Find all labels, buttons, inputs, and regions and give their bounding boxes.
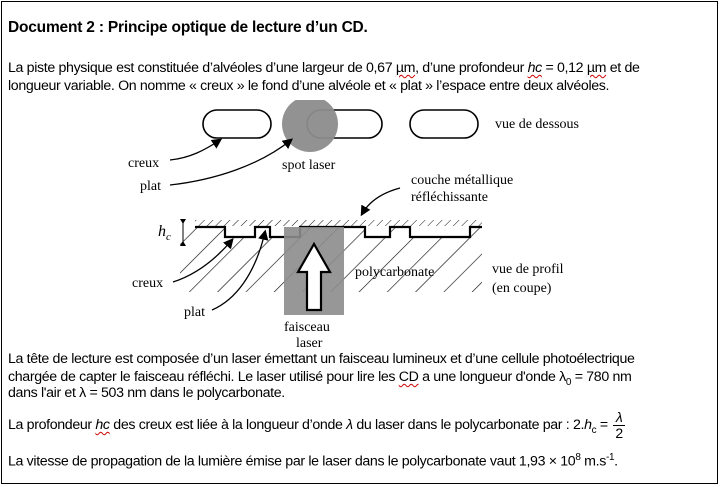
- lambda-subscript: 0: [565, 376, 572, 388]
- unit-micrometer: µm: [395, 60, 416, 76]
- beam-label: laser: [296, 336, 323, 350]
- body-text: = 780 nm: [571, 369, 632, 385]
- profile-view-label: (en coupe): [492, 281, 552, 296]
- intro-text: = 0,12: [541, 60, 587, 76]
- plat-label: plat: [140, 179, 161, 194]
- surface-hatching: [195, 220, 482, 226]
- cd-word: CD: [398, 369, 419, 385]
- lambda-symbol: λ: [346, 417, 353, 433]
- plat-label-profile: plat: [184, 305, 205, 320]
- body-text: des creux est liée à la longueur d’onde: [109, 417, 347, 433]
- beam-label: faisceau: [284, 320, 330, 335]
- top-view-label: vue de dessous: [495, 117, 579, 132]
- plat-profile-arrow: [211, 229, 269, 311]
- creux-arrow: [169, 138, 223, 161]
- creux-label: creux: [128, 156, 159, 171]
- depth-relation-line: La profondeur hc des creux est liée à la…: [8, 409, 625, 447]
- body-text: du laser dans le polycarbonate par : 2.: [352, 417, 585, 433]
- exponent: 8: [575, 452, 581, 463]
- profile-view-label: vue de profil: [492, 262, 564, 277]
- hc-symbol: hc: [95, 417, 110, 433]
- h-subscript: c: [591, 424, 597, 436]
- body-text: .: [614, 453, 618, 470]
- hc-symbol: hc: [527, 60, 543, 76]
- intro-text: , d’une profondeur: [415, 60, 528, 76]
- pit-top-view: [202, 109, 272, 139]
- reading-head-line-2: chargée de capter le faisceau réfléchi. …: [8, 369, 632, 391]
- fraction-denominator: 2: [615, 424, 623, 441]
- intro-line-2: longueur variable. On nomme « creux » le…: [8, 78, 610, 94]
- exponent: -1: [605, 452, 615, 463]
- metal-layer-label: couche métallique: [411, 173, 513, 188]
- intro-text: La piste physique est constituée d’alvéo…: [8, 60, 396, 76]
- intro-line-1: La piste physique est constituée d’alvéo…: [8, 60, 640, 77]
- unit-micrometer: µm: [586, 60, 607, 76]
- cd-reading-diagram: vue de dessous spot laser creux plat cou…: [128, 100, 579, 350]
- speed-line: La vitesse de propagation de la lumière …: [8, 449, 618, 471]
- creux-label-profile: creux: [132, 276, 163, 291]
- body-text: a une longueur d'onde λ: [418, 369, 566, 385]
- polycarbonate-label: polycarbonate: [355, 265, 434, 280]
- laser-beam-arrow: [296, 241, 332, 312]
- fraction-numerator: λ: [613, 409, 625, 426]
- plat-arrow: [169, 138, 294, 186]
- reading-head-line-1: La tête de lecture est composée d’un las…: [8, 351, 635, 367]
- body-text: La vitesse de propagation de la lumière …: [8, 453, 576, 470]
- body-text: chargée de capter le faisceau réfléchi. …: [8, 369, 399, 385]
- creux-profile-arrow: [172, 238, 234, 283]
- spot-laser-label: spot laser: [282, 158, 336, 173]
- intro-text: et de: [606, 60, 640, 76]
- hc-dimension-label: hc: [158, 223, 171, 243]
- metal-layer-label: réfléchissante: [411, 190, 488, 205]
- document-title: Document 2 : Principe optique de lecture…: [8, 19, 368, 36]
- body-text: La profondeur: [8, 417, 96, 433]
- laser-spot: [282, 100, 338, 152]
- h-symbol: h: [584, 417, 592, 433]
- reading-head-line-3: dans l'air et λ = 503 nm dans le polycar…: [8, 385, 285, 401]
- body-text: m.s: [580, 453, 606, 470]
- pit-top-view: [409, 109, 479, 139]
- metal-arrow: [360, 187, 401, 217]
- equals-sign: =: [596, 417, 612, 433]
